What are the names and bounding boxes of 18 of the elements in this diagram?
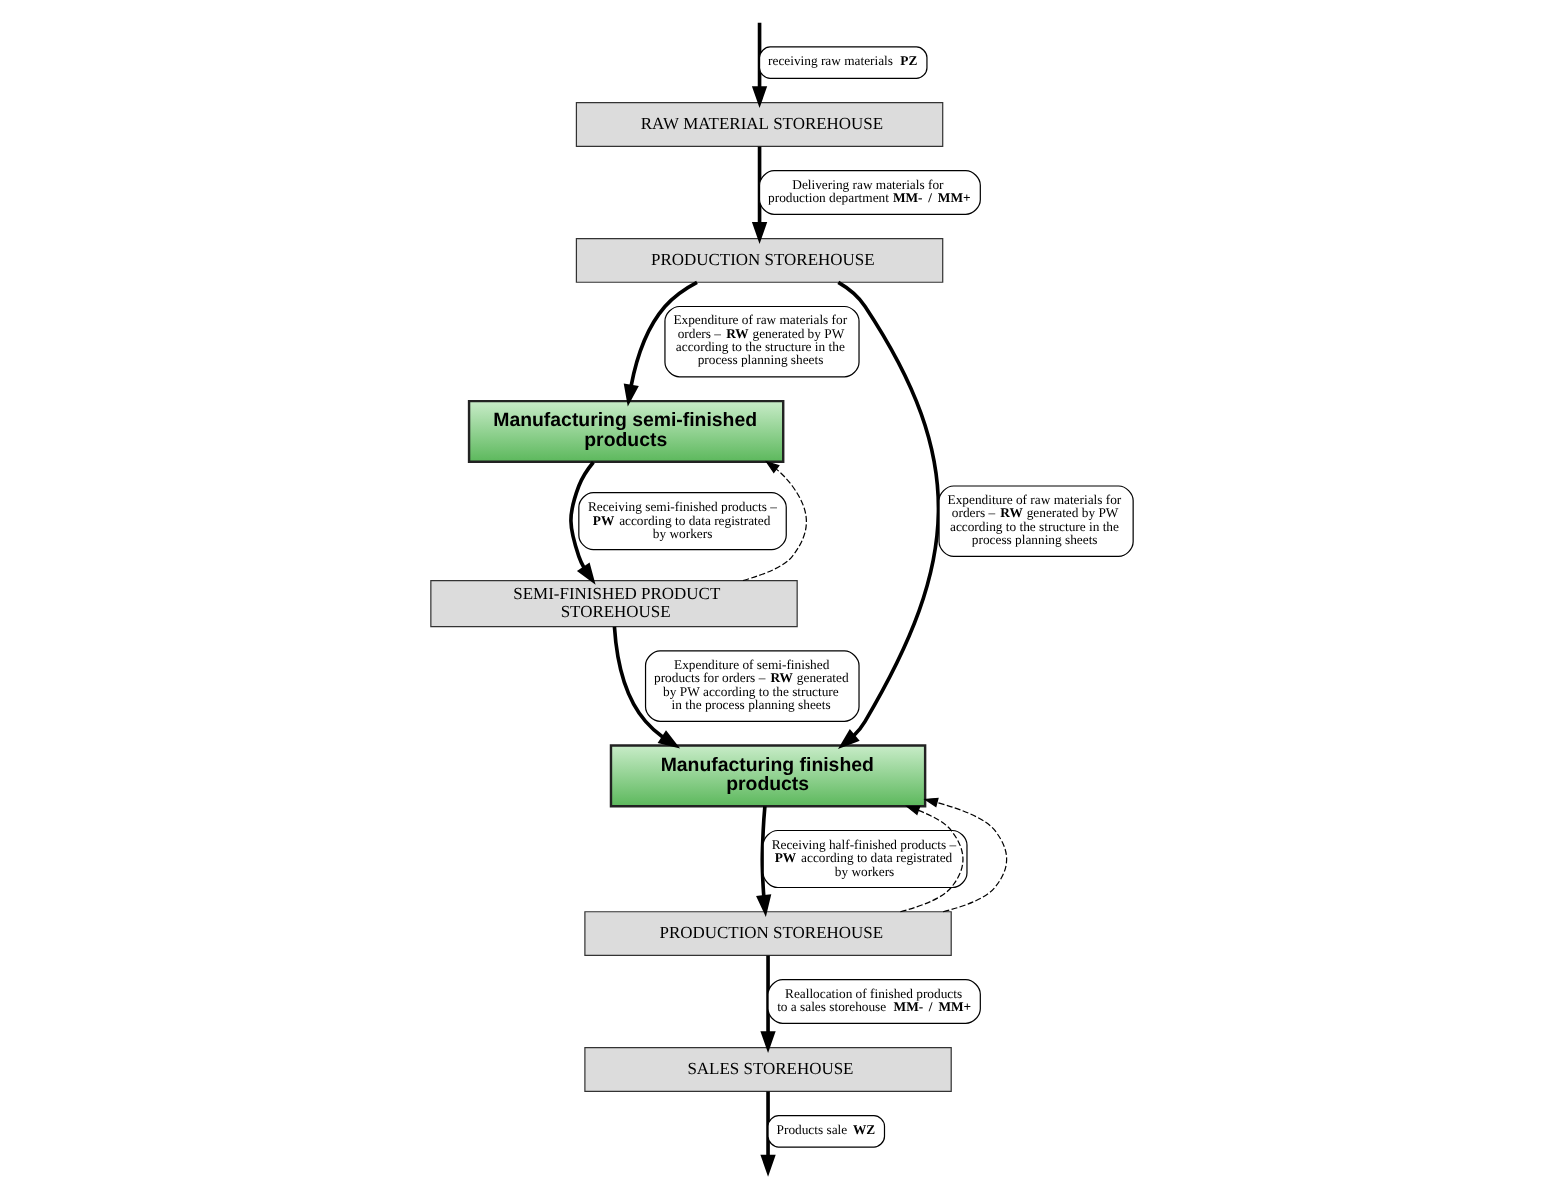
arrow (755, 806, 771, 917)
node-box: Manufacturing semi-finished products (466, 399, 784, 463)
node-box: PRODUCTION STOREHOUSE (583, 911, 951, 957)
node-box: RAW MATERIAL STOREHOUSE (574, 102, 943, 147)
arrow (922, 797, 1007, 913)
arrow (759, 1091, 775, 1177)
node-box: Manufacturing finished products (608, 744, 926, 808)
arrow (750, 22, 767, 109)
arrow (759, 955, 775, 1054)
node-box: PRODUCTION STOREHOUSE (574, 237, 943, 283)
arrow (750, 146, 767, 244)
arrow (568, 461, 595, 585)
arrow (622, 280, 697, 407)
node-box: SEMI-FINISHED PRODUCT STOREHOUSE (429, 580, 797, 628)
arrow (836, 280, 940, 750)
arrow (611, 626, 680, 749)
arrow (898, 805, 963, 913)
node-box: SALES STOREHOUSE (583, 1047, 951, 1092)
